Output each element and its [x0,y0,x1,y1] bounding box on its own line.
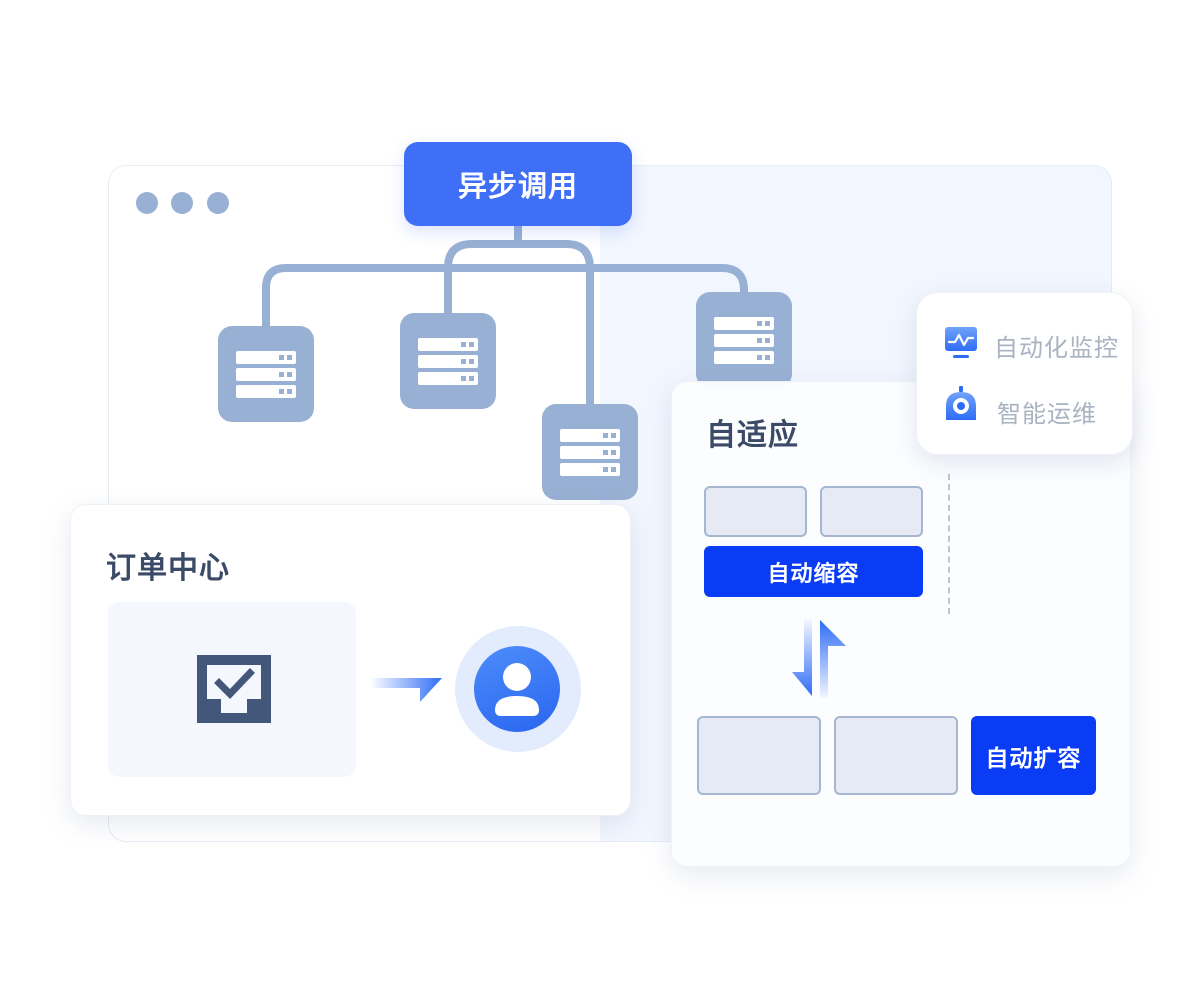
scale-down-button[interactable]: 自动缩容 [704,546,923,597]
instance-slot [834,716,958,795]
window-dot-1 [136,192,158,214]
scale-up-button[interactable]: 自动扩容 [971,716,1096,795]
server-icon [400,313,496,409]
server-icon [696,292,792,388]
order-center-title: 订单中心 [106,551,230,586]
connector-inner-loop [444,240,594,408]
adaptive-title: 自适应 [706,418,799,453]
window-dot-2 [171,192,193,214]
arrow-right-icon [370,678,442,702]
window-dot-3 [207,192,229,214]
dashed-divider [948,474,950,614]
order-check-icon [197,655,271,723]
instance-slot [697,716,821,795]
instance-slot [820,486,923,537]
connector-outer-bar [262,264,748,330]
server-icon [218,326,314,422]
async-call-box: 异步调用 [404,142,632,226]
swap-arrows-icon [792,620,846,698]
instance-slot [704,486,807,537]
ops-item-label: 智能运维 [997,400,1097,428]
server-icon [542,404,638,500]
monitor-chart-icon [945,327,977,358]
camera-ops-icon [946,386,976,420]
ops-item-label: 自动化监控 [994,334,1119,362]
user-avatar-icon [474,646,560,732]
ops-panel-card [916,292,1133,455]
